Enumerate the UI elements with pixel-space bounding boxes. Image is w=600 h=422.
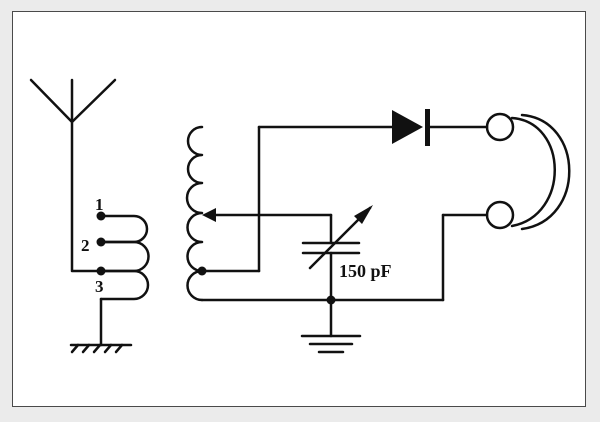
tap-label-1: 1	[95, 195, 104, 214]
earth-ground-icon	[300, 334, 362, 354]
diagram-panel	[12, 11, 586, 407]
tap-label-3: 3	[95, 277, 104, 296]
junction-dots	[96, 211, 336, 305]
antenna-icon	[29, 78, 117, 272]
antenna-coil	[70, 214, 150, 347]
circuit-wires	[200, 125, 489, 338]
diode-icon	[392, 109, 430, 146]
chassis-ground-icon	[69, 343, 133, 354]
capacitor-value-label: 150 pF	[339, 261, 392, 281]
tap-label-2: 2	[81, 236, 90, 255]
coil-tap-arrow-icon	[202, 208, 216, 222]
headphones-icon	[485, 112, 571, 231]
capacitor-arrow-icon	[354, 205, 373, 224]
